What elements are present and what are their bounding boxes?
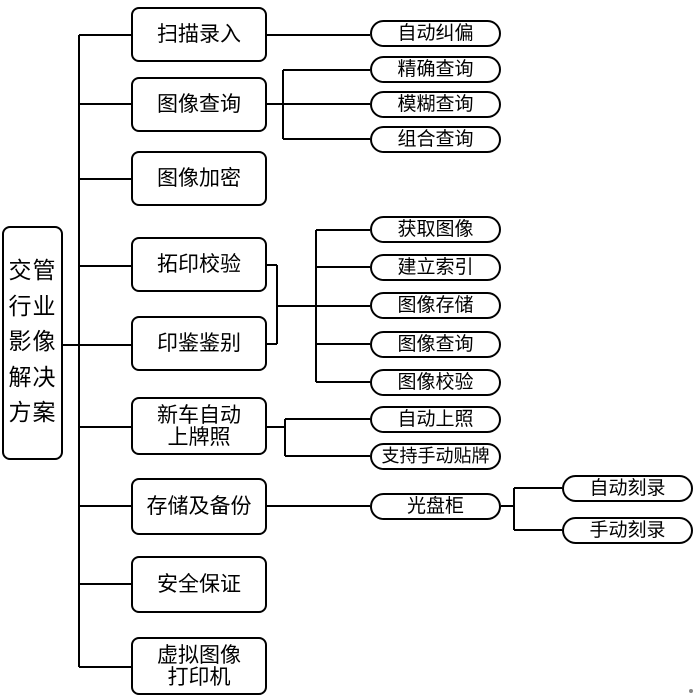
root-label-line-2: 行业 xyxy=(8,293,57,320)
root-label-line-3: 影像 xyxy=(8,329,57,356)
root-node: 交管 行业 影像 解决 方案 xyxy=(2,226,63,460)
branch-label: 存储及备份 xyxy=(146,494,252,519)
leaf-label: 图像校验 xyxy=(397,371,474,393)
branch-label: 图像加密 xyxy=(157,166,241,191)
branch-label: 虚拟图像 打印机 xyxy=(157,644,241,688)
root-label-line-1: 交管 xyxy=(8,257,57,284)
branch-label: 图像查询 xyxy=(157,92,241,117)
leaf-label: 自动纠偏 xyxy=(397,22,474,44)
leaf-label: 手动刻录 xyxy=(589,519,666,541)
leaf-manual-burn: 手动刻录 xyxy=(562,517,693,544)
branch-label-line-2: 上牌照 xyxy=(167,425,231,449)
branch-label: 安全保证 xyxy=(157,572,241,597)
leaf-image-storage: 图像存储 xyxy=(370,292,501,319)
leaf-auto-plate: 自动上照 xyxy=(370,406,501,433)
branch-scan-entry: 扫描录入 xyxy=(131,7,267,62)
leaf-label: 获取图像 xyxy=(397,218,474,240)
corner-mark xyxy=(689,689,693,693)
branch-label: 印鉴鉴别 xyxy=(157,331,241,356)
branch-new-car-plate: 新车自动 上牌照 xyxy=(131,397,267,455)
leaf-label: 建立索引 xyxy=(397,256,474,278)
branch-label: 新车自动 上牌照 xyxy=(157,404,241,448)
branch-virtual-printer: 虚拟图像 打印机 xyxy=(131,637,267,695)
leaf-fuzzy-query: 模糊查询 xyxy=(370,91,501,118)
leaf-label: 光盘柜 xyxy=(406,495,464,517)
branch-label: 扫描录入 xyxy=(157,22,241,47)
branch-label-line-1: 虚拟图像 xyxy=(157,642,241,667)
leaf-combined-query: 组合查询 xyxy=(370,126,501,153)
leaf-manual-plate: 支持手动贴牌 xyxy=(370,443,501,470)
root-label: 交管 行业 影像 解决 方案 xyxy=(9,254,57,432)
branch-label-line-1: 新车自动 xyxy=(157,402,241,427)
branch-label: 拓印校验 xyxy=(157,252,241,277)
root-label-line-5: 方案 xyxy=(8,400,57,427)
leaf-label: 组合查询 xyxy=(397,128,474,150)
branch-image-query: 图像查询 xyxy=(131,77,267,132)
leaf-label: 图像存储 xyxy=(397,294,474,316)
branch-storage-backup: 存储及备份 xyxy=(131,478,267,535)
leaf-image-verify: 图像校验 xyxy=(370,369,501,396)
leaf-label: 模糊查询 xyxy=(397,93,474,115)
leaf-label: 自动刻录 xyxy=(589,477,666,499)
leaf-auto-burn: 自动刻录 xyxy=(562,475,693,502)
branch-rubbing-verify: 拓印校验 xyxy=(131,237,267,292)
leaf-image-query: 图像查询 xyxy=(370,331,501,358)
branch-seal-identify: 印鉴鉴别 xyxy=(131,316,267,371)
leaf-build-index: 建立索引 xyxy=(370,254,501,281)
leaf-label: 图像查询 xyxy=(397,333,474,355)
leaf-exact-query: 精确查询 xyxy=(370,56,501,83)
branch-image-encryption: 图像加密 xyxy=(131,151,267,206)
branch-label-line-2: 打印机 xyxy=(167,665,231,689)
leaf-auto-deskew: 自动纠偏 xyxy=(370,20,501,47)
leaf-label: 精确查询 xyxy=(397,58,474,80)
leaf-disc-cabinet: 光盘柜 xyxy=(370,493,501,520)
leaf-label: 自动上照 xyxy=(397,408,474,430)
leaf-acquire-image: 获取图像 xyxy=(370,216,501,243)
branch-security: 安全保证 xyxy=(131,556,267,613)
root-label-line-4: 解决 xyxy=(8,364,57,391)
leaf-label: 支持手动贴牌 xyxy=(381,445,490,467)
